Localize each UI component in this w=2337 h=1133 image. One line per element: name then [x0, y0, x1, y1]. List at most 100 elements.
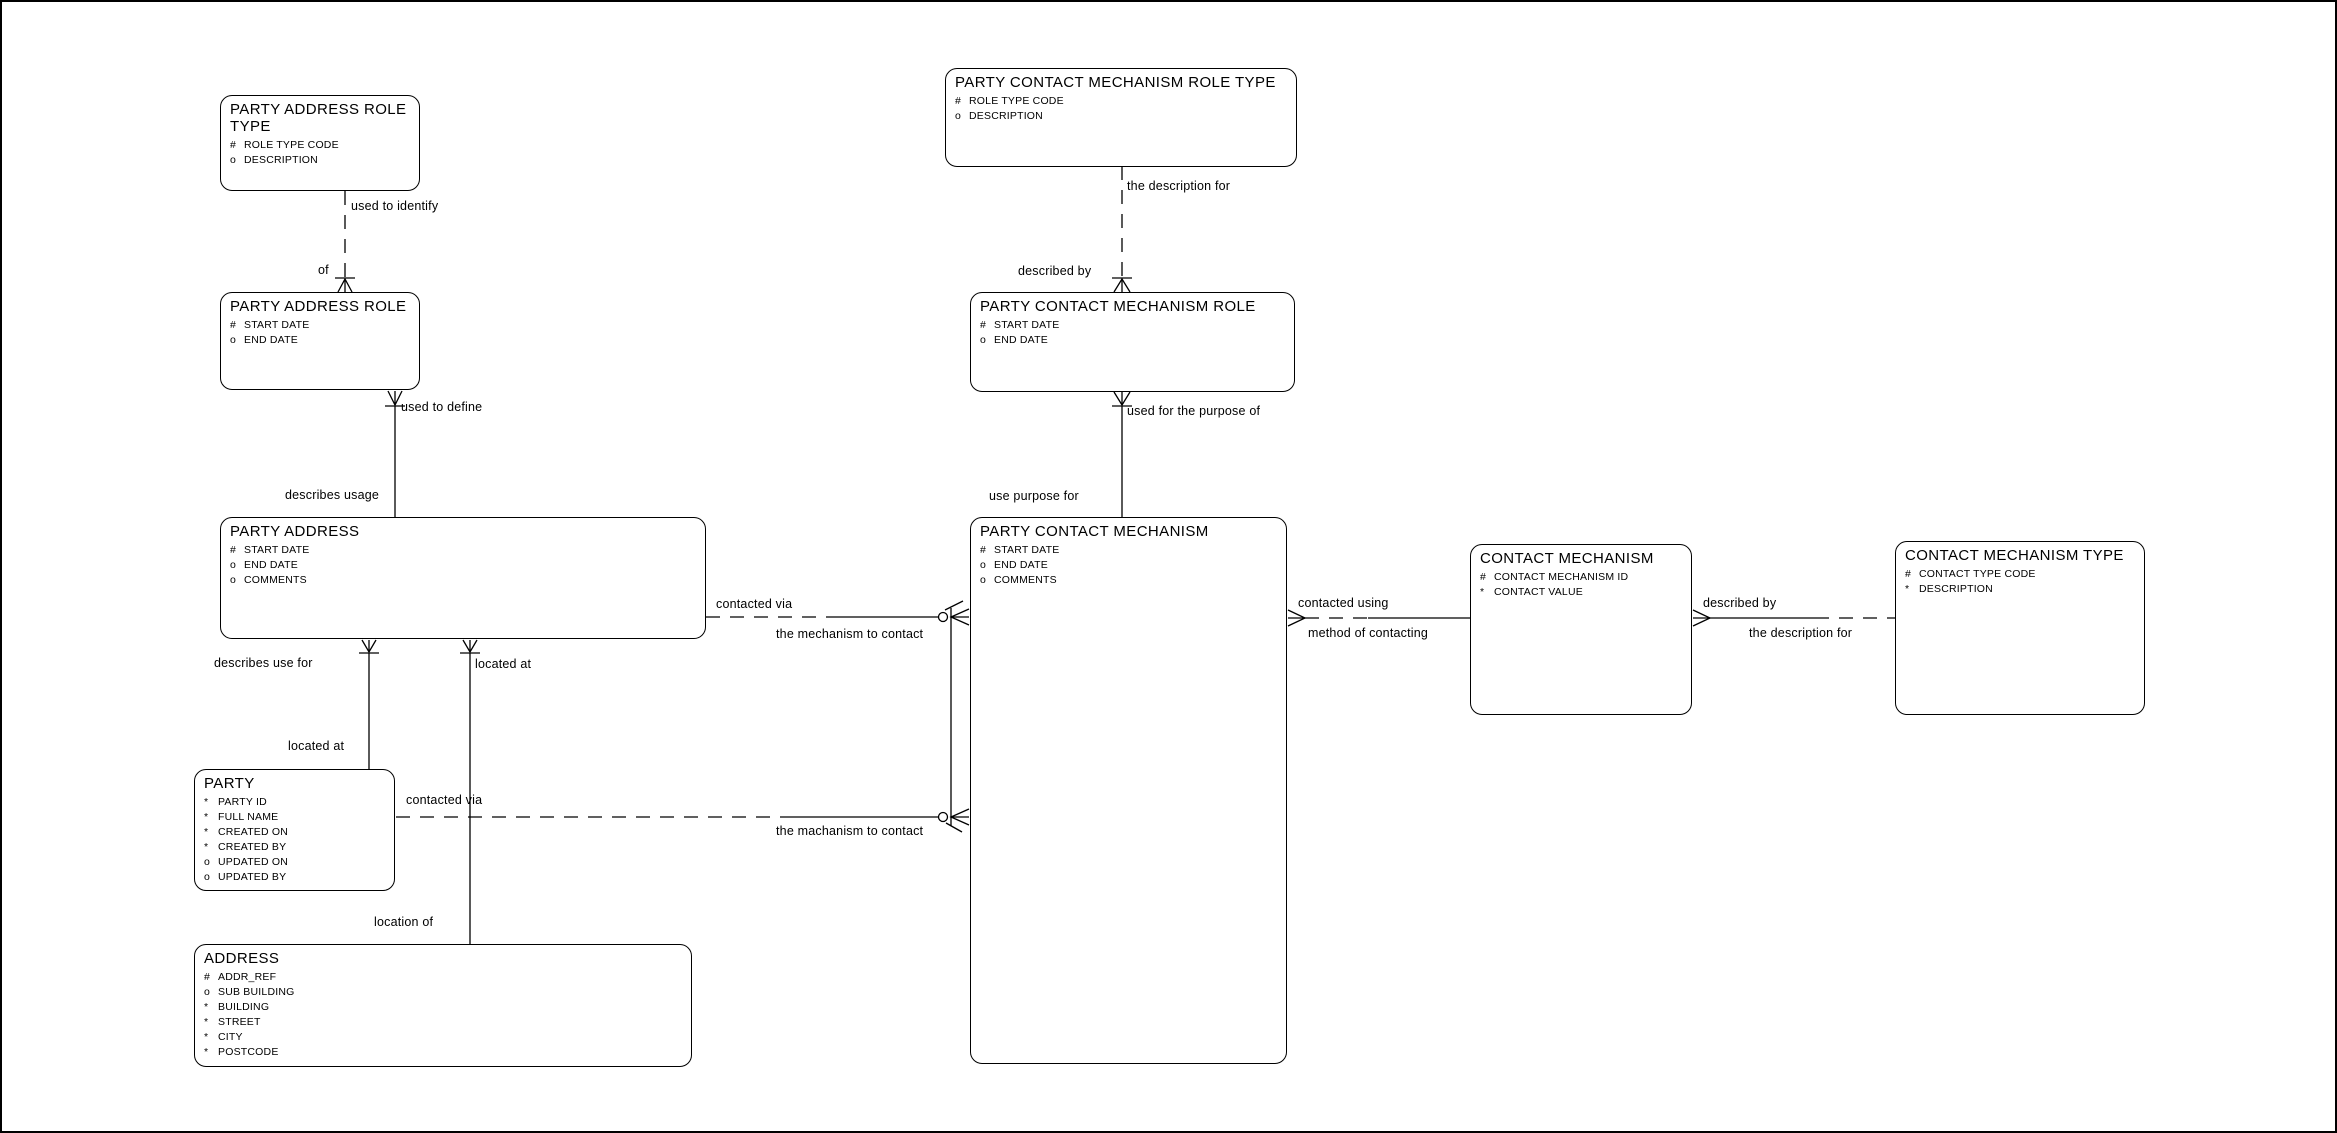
attribute-prefix: * — [1905, 583, 1910, 595]
attribute-name: CONTACT MECHANISM ID — [1494, 571, 1629, 583]
attribute-prefix: # — [955, 95, 962, 107]
attribute-prefix: o — [980, 334, 987, 346]
attribute-row: o COMMENTS — [230, 573, 696, 588]
relationship-described-by-type-line — [1692, 609, 1896, 627]
relationship-label-used-to-define: used to define — [401, 400, 483, 414]
attribute-prefix: * — [204, 1031, 209, 1043]
attribute-prefix: o — [980, 574, 987, 586]
attribute-prefix: o — [230, 574, 237, 586]
relationship-label-described-by-right: described by — [1703, 596, 1777, 610]
relationship-label-used-for-the-purpose-of: used for the purpose of — [1127, 404, 1261, 418]
entity-title: PARTY — [204, 775, 255, 792]
relationship-label-of: of — [318, 263, 329, 277]
attribute-row: #START DATE — [980, 318, 1285, 333]
attribute-row: o COMMENTS — [980, 573, 1277, 588]
entity-party-address-role-type[interactable]: PARTY ADDRESS ROLE TYPE #ROLE TYPE CODE … — [220, 95, 420, 191]
attribute-name: END DATE — [244, 334, 298, 346]
attribute-prefix: # — [230, 544, 237, 556]
entity-title: ADDRESS — [204, 950, 280, 967]
attribute-row: #CONTACT TYPE CODE — [1905, 567, 2135, 582]
entity-party-contact-mechanism[interactable]: PARTY CONTACT MECHANISM # START DATE o END… — [970, 517, 1287, 1064]
attribute-prefix: * — [204, 1046, 209, 1058]
attribute-prefix: o — [980, 559, 987, 571]
attribute-row: *CITY — [204, 1030, 682, 1045]
relationship-label-located-at-left: located at — [288, 739, 345, 753]
attribute-name: CREATED ON — [218, 826, 289, 838]
relationship-label-location-of: location of — [374, 915, 434, 929]
relationship-label-contacted-via-address: contacted via — [716, 597, 793, 611]
attribute-row: *FULL NAME — [204, 810, 385, 825]
attribute-row: o END DATE — [980, 558, 1277, 573]
entity-title: PARTY CONTACT MECHANISM ROLE — [980, 298, 1256, 315]
attribute-row: *CONTACT VALUE — [1480, 585, 1682, 600]
attribute-name: END DATE — [244, 559, 298, 571]
relationship-label-describes-use-for: describes use for — [214, 656, 313, 670]
attribute-row: o DESCRIPTION — [955, 109, 1287, 124]
attribute-prefix: # — [230, 319, 237, 331]
attribute-prefix: # — [980, 544, 987, 556]
attribute-row: # START DATE — [230, 543, 696, 558]
attribute-prefix: * — [204, 1016, 209, 1028]
entity-title: PARTY CONTACT MECHANISM — [980, 523, 1209, 540]
attribute-row: *PARTY ID — [204, 795, 385, 810]
attribute-name: DESCRIPTION — [244, 154, 318, 166]
attribute-row: # ROLE TYPE CODE — [955, 94, 1287, 109]
attribute-prefix: o — [204, 871, 211, 883]
attribute-row: o END DATE — [230, 558, 696, 573]
entity-party[interactable]: PARTY *PARTY ID *FULL NAME *CREATED ON *… — [194, 769, 395, 891]
attribute-prefix: # — [1905, 568, 1912, 580]
entity-contact-mechanism-type[interactable]: CONTACT MECHANISM TYPE #CONTACT TYPE COD… — [1895, 541, 2145, 715]
attribute-row: o UPDATED BY — [204, 870, 385, 885]
relationship-label-the-mechanism-to-contact: the mechanism to contact — [776, 627, 924, 641]
relationship-contacted-using-line — [1287, 609, 1471, 627]
attribute-name: STREET — [218, 1016, 261, 1028]
entity-contact-mechanism[interactable]: CONTACT MECHANISM #CONTACT MECHANISM ID … — [1470, 544, 1692, 715]
attribute-name: END DATE — [994, 559, 1048, 571]
relationship-label-described-by-top: described by — [1018, 264, 1092, 278]
entity-party-contact-mechanism-role-type[interactable]: PARTY CONTACT MECHANISM ROLE TYPE #ROLE … — [945, 68, 1297, 167]
attribute-name: START DATE — [244, 544, 310, 556]
attribute-prefix: # — [204, 971, 211, 983]
attribute-name: CREATED BY — [218, 841, 287, 853]
attribute-name: DESCRIPTION — [969, 110, 1043, 122]
entity-title: CONTACT MECHANISM TYPE — [1905, 547, 2124, 564]
attribute-row: #ROLE TYPE CODE — [230, 138, 410, 153]
attribute-name: END DATE — [994, 334, 1048, 346]
attribute-row: # START DATE — [980, 543, 1277, 558]
attribute-prefix: # — [230, 139, 237, 151]
attribute-row: * STREET — [204, 1015, 682, 1030]
attribute-name: SUB BUILDING — [218, 986, 295, 998]
attribute-row: * CREATED ON — [204, 825, 385, 840]
relationship-label-used-to-identify: used to identify — [351, 199, 439, 213]
attribute-prefix: o — [204, 856, 211, 868]
attribute-prefix: o — [955, 110, 962, 122]
attribute-row: #CONTACT MECHANISM ID — [1480, 570, 1682, 585]
attribute-name: ROLE TYPE CODE — [969, 95, 1064, 107]
attribute-name: BUILDING — [218, 1001, 270, 1013]
attribute-prefix: o — [230, 559, 237, 571]
entity-title: PARTY ADDRESS ROLE TYPE — [230, 101, 407, 135]
relationship-label-located-at-right: located at — [475, 657, 532, 671]
attribute-name: COMMENTS — [994, 574, 1057, 586]
attribute-name: FULL NAME — [218, 811, 279, 823]
relationship-label-the-machanism-to-contact: the machanism to contact — [776, 824, 924, 838]
entity-party-contact-mechanism-role[interactable]: PARTY CONTACT MECHANISM ROLE #START DATE… — [970, 292, 1295, 392]
attribute-row: #ADDR_REF — [204, 970, 682, 985]
attribute-name: UPDATED BY — [218, 871, 287, 883]
attribute-row: *POSTCODE — [204, 1045, 682, 1060]
attribute-prefix: * — [204, 826, 209, 838]
attribute-name: PARTY ID — [218, 796, 267, 808]
relationship-label-contacted-via-party: contacted via — [406, 793, 483, 807]
entity-title: PARTY ADDRESS ROLE — [230, 298, 407, 315]
attribute-row: o END DATE — [980, 333, 1285, 348]
attribute-name: CONTACT VALUE — [1494, 586, 1583, 598]
attribute-name: COMMENTS — [244, 574, 307, 586]
attribute-prefix: * — [204, 841, 209, 853]
attribute-name: START DATE — [994, 544, 1060, 556]
